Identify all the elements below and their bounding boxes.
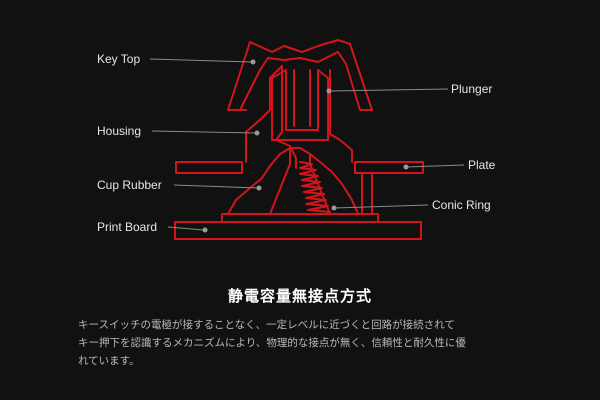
label-conic-ring: Conic Ring <box>432 198 491 212</box>
leader-conic-ring <box>333 204 429 209</box>
description-text: キースイッチの電極が接することなく、一定レベルに近づくと回路が接続されて キー押… <box>78 316 528 370</box>
leader-dot-plunger <box>326 88 332 94</box>
label-key-top: Key Top <box>97 52 141 66</box>
leader-dot-housing <box>254 130 260 136</box>
description-line-1: キースイッチの電極が接することなく、一定レベルに近づくと回路が接続されて <box>78 319 455 331</box>
base-step-shape <box>221 213 379 223</box>
label-cup-rubber: Cup Rubber <box>97 178 162 192</box>
print-board-shape <box>174 221 422 240</box>
leader-print-board <box>167 226 205 231</box>
label-print-board: Print Board <box>97 220 158 234</box>
description-line-3: れています。 <box>78 355 140 367</box>
plunger-shape <box>271 69 329 141</box>
key-top-shape <box>227 39 373 111</box>
leader-dot-cup-rubber <box>256 185 262 191</box>
leader-plate <box>405 164 465 168</box>
leader-dot-conic-ring <box>331 205 337 211</box>
label-housing: Housing <box>97 124 142 138</box>
leader-dot-plate <box>403 164 409 170</box>
housing-shape <box>239 65 353 169</box>
leader-dot-key-top <box>250 59 256 65</box>
plate-bracket-shape <box>361 172 373 215</box>
leader-housing <box>151 130 257 134</box>
label-plate: Plate <box>468 158 496 172</box>
plate-left-shape <box>175 161 243 174</box>
description-line-2: キー押下を認識するメカニズムにより、物理的な接点が無く、信頼性と耐久性に優 <box>78 337 466 349</box>
conic-ring-shape <box>299 161 331 213</box>
cup-rubber-shape <box>227 147 359 215</box>
key-switch-cross-section-diagram <box>149 39 465 240</box>
leader-cup-rubber <box>173 184 259 189</box>
leader-dot-print-board <box>202 227 208 233</box>
leader-plunger <box>329 88 449 92</box>
leader-key-top <box>149 58 253 63</box>
plate-right-shape <box>354 161 424 174</box>
section-title: 静電容量無接点方式 <box>227 287 372 305</box>
label-plunger: Plunger <box>451 82 493 96</box>
